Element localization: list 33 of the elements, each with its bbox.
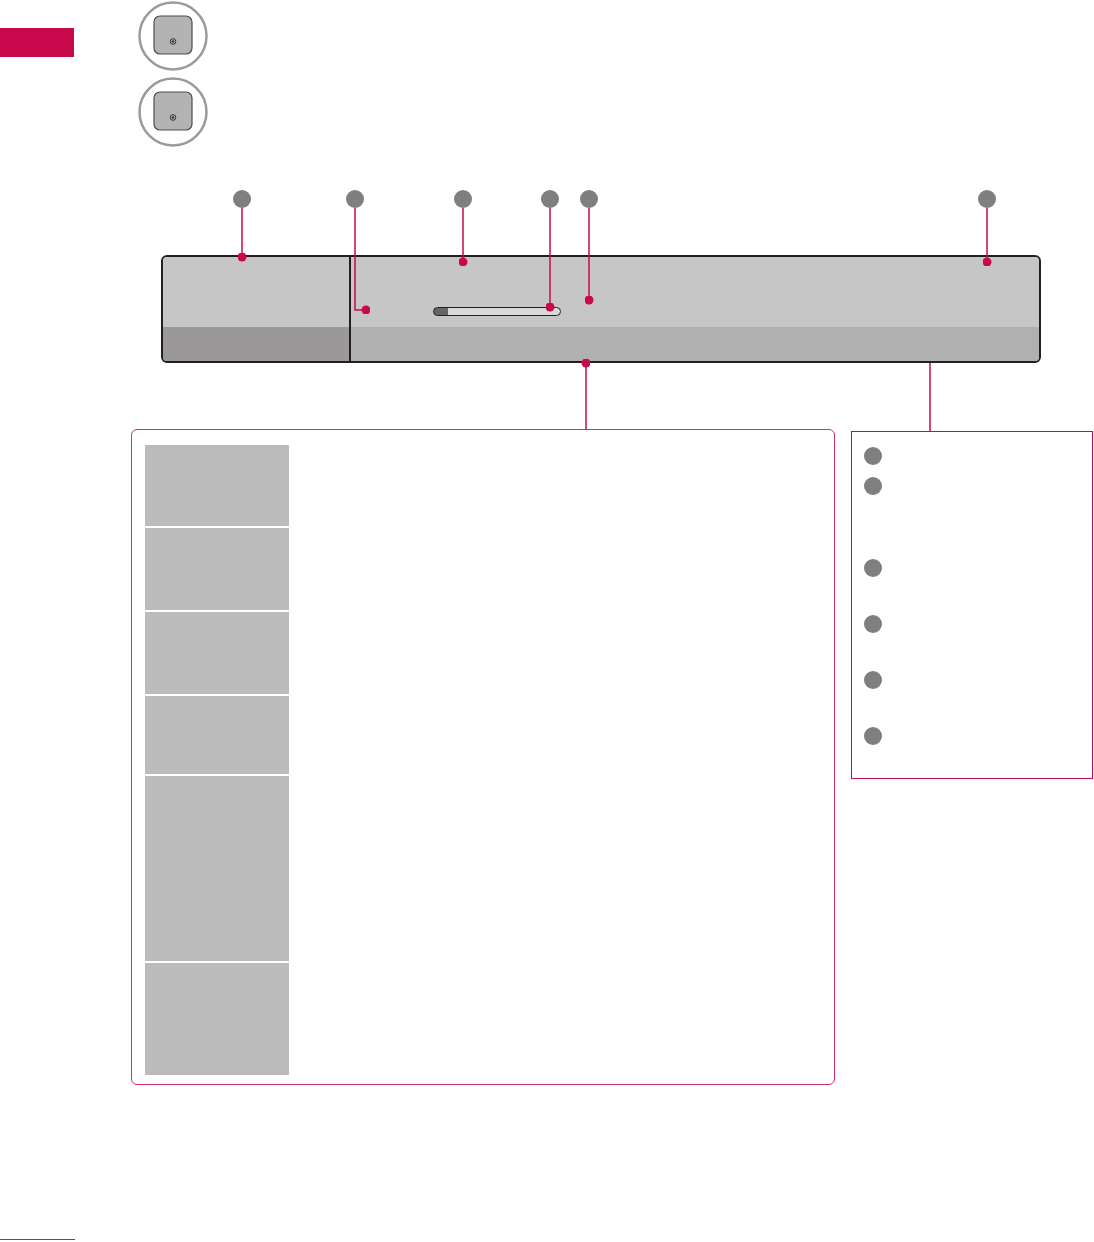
callout-circle-icon — [863, 446, 882, 465]
row-header-cell — [145, 528, 289, 610]
description-panel — [131, 429, 835, 1085]
leader-line — [458, 207, 468, 267]
callout-circle-icon — [541, 190, 559, 208]
legend-panel — [851, 431, 1093, 779]
leader-line — [354, 207, 371, 315]
progress-bar — [433, 307, 561, 316]
callout-circle-icon — [978, 190, 996, 208]
row-header-cell — [145, 445, 289, 526]
row-header-cell — [145, 776, 289, 961]
callout-circle-icon — [580, 190, 598, 208]
callout-circle-icon — [863, 476, 882, 495]
row-header-cell — [145, 963, 289, 1075]
callout-circle-icon — [233, 190, 251, 208]
leader-line — [982, 207, 992, 267]
leader-line — [929, 362, 931, 432]
leader-line — [584, 207, 594, 305]
leader-line — [545, 207, 555, 312]
info-bar-main-panel — [351, 257, 1039, 361]
info-bar — [161, 255, 1041, 363]
callout-circle-icon — [863, 558, 882, 577]
callout-circle-icon — [454, 190, 472, 208]
callout-circle-icon — [863, 670, 882, 689]
section-tab — [0, 28, 74, 57]
row-header-cell — [145, 696, 289, 774]
callout-circle-icon — [863, 726, 882, 745]
info-bar-left-panel — [163, 257, 351, 361]
callout-circle-icon — [863, 614, 882, 633]
row-header-cell — [145, 612, 289, 694]
leader-line — [581, 358, 591, 430]
callout-circle-icon — [346, 190, 364, 208]
leader-line — [237, 207, 247, 262]
